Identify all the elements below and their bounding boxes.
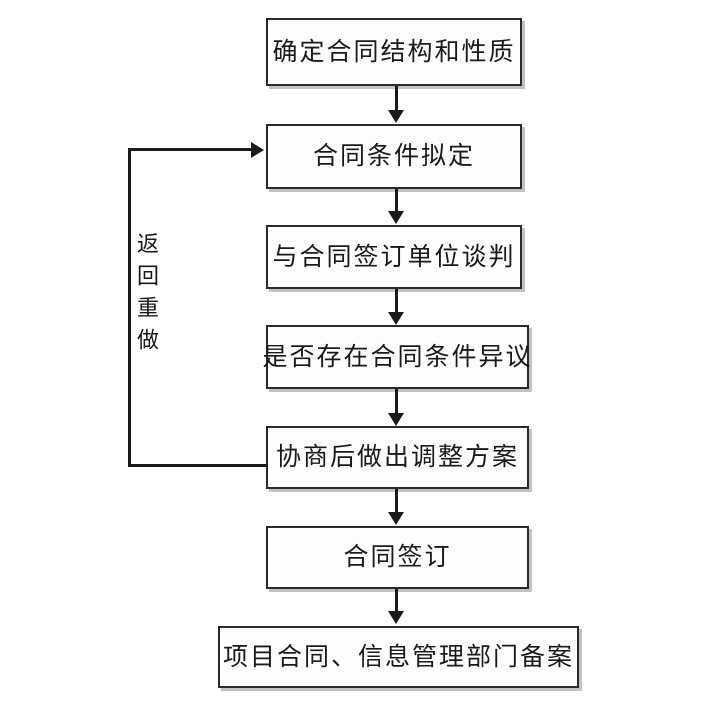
- feedback-loop-label: 返回重做: [134, 232, 159, 360]
- connector-arrowhead-3: [388, 312, 404, 325]
- connector-line-3: [395, 289, 398, 314]
- node-label: 与合同签订单位谈判: [272, 243, 516, 271]
- decision-node-4[interactable]: 是否存在合同条件异议: [263, 325, 531, 389]
- node-label: 合同条件拟定: [312, 143, 475, 170]
- connector-line-4: [395, 389, 398, 415]
- connector-line-2: [395, 189, 398, 213]
- feedback-loop-vertical-segment: [128, 148, 131, 467]
- node-label: 合同签订: [343, 544, 452, 571]
- connector-line-6: [395, 589, 398, 613]
- process-node-1[interactable]: 确定合同结构和性质: [266, 18, 522, 86]
- connector-arrowhead-2: [388, 211, 404, 224]
- connector-arrowhead-5: [388, 512, 404, 525]
- node-label: 项目合同、信息管理部门备案: [222, 643, 574, 671]
- connector-arrowhead-4: [388, 413, 404, 426]
- connector-line-5: [395, 489, 398, 514]
- process-node-6[interactable]: 合同签订: [266, 526, 529, 589]
- feedback-loop-arrowhead: [251, 142, 264, 158]
- node-label: 协商后做出调整方案: [275, 444, 519, 471]
- node-label: 是否存在合同条件异议: [262, 343, 533, 371]
- process-node-5[interactable]: 协商后做出调整方案: [266, 426, 529, 489]
- connector-line-1: [395, 86, 398, 112]
- connector-arrowhead-1: [388, 110, 404, 123]
- process-node-2[interactable]: 合同条件拟定: [266, 124, 522, 189]
- connector-arrowhead-6: [388, 611, 404, 624]
- process-node-7[interactable]: 项目合同、信息管理部门备案: [218, 626, 579, 688]
- process-node-3[interactable]: 与合同签订单位谈判: [266, 225, 522, 289]
- feedback-loop-top-segment: [128, 148, 253, 151]
- feedback-loop-bottom-segment: [128, 464, 268, 467]
- node-label: 确定合同结构和性质: [272, 38, 516, 66]
